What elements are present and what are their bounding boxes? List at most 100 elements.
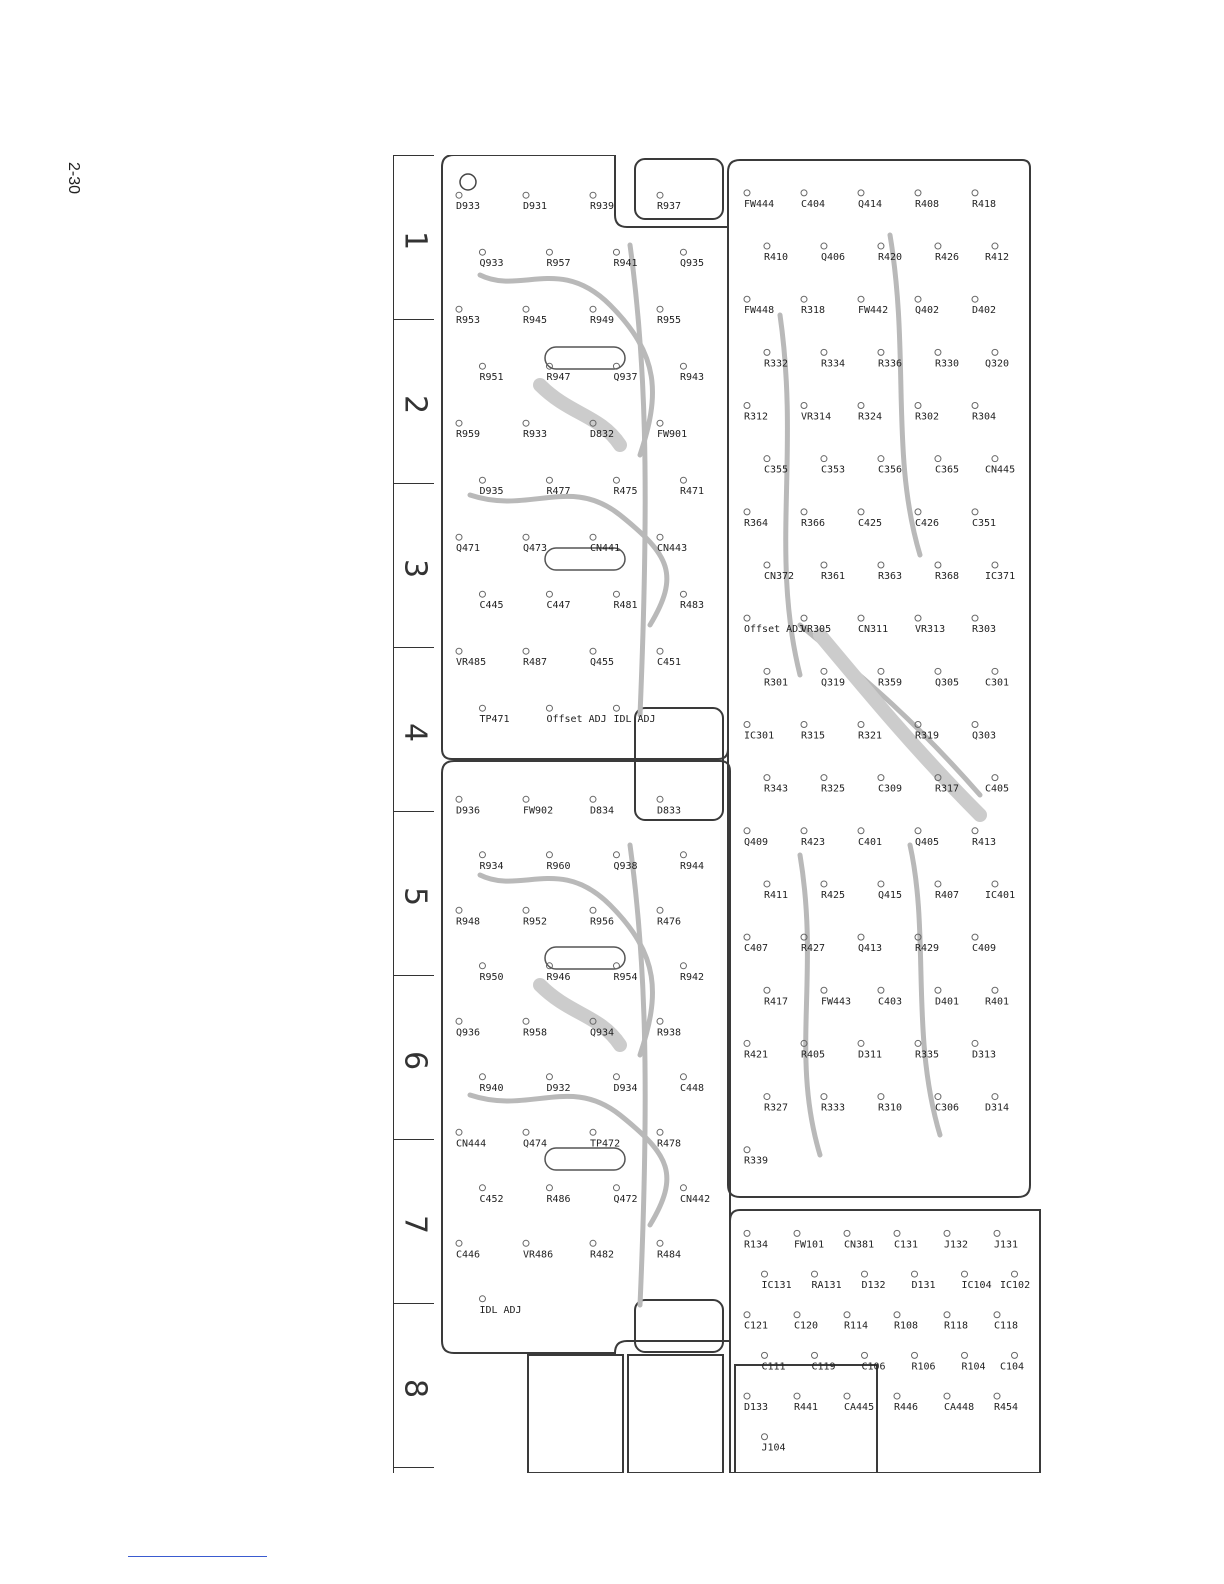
page-number: 2-30 <box>65 162 82 195</box>
component-pad <box>522 1239 530 1247</box>
component-pad <box>522 191 530 199</box>
component-label: FW443 <box>821 996 851 1007</box>
component-pad <box>478 1295 486 1303</box>
component-pad <box>793 1311 801 1319</box>
component-pad <box>455 647 463 655</box>
component-label: C451 <box>657 657 681 668</box>
component-pad <box>820 455 828 463</box>
component-pad <box>914 295 922 303</box>
component-label: C306 <box>935 1103 959 1114</box>
component-pad <box>800 614 808 622</box>
component-label: R483 <box>680 600 704 611</box>
component-label: Q409 <box>744 837 768 848</box>
component-label: R368 <box>935 571 959 582</box>
component-pad <box>914 508 922 516</box>
footer-rule <box>128 1556 267 1557</box>
component-pad <box>991 986 999 994</box>
component-pad <box>934 986 942 994</box>
component-pad <box>612 248 620 256</box>
ruler-tick <box>394 1139 434 1140</box>
component-pad <box>961 1351 968 1359</box>
component-label: IC301 <box>744 730 774 741</box>
mounting-hole <box>459 173 477 191</box>
ruler-row-1: 1 <box>397 230 433 251</box>
component-pad <box>877 986 885 994</box>
component-label: R957 <box>546 258 570 269</box>
component-pad <box>455 419 463 427</box>
component-label: R325 <box>821 784 845 795</box>
component-label: R956 <box>590 916 614 927</box>
component-label: R405 <box>801 1049 825 1060</box>
component-label: R421 <box>744 1049 768 1060</box>
component-pad <box>679 851 687 859</box>
component-label: C446 <box>456 1249 480 1260</box>
component-pad <box>589 305 597 313</box>
component-pad <box>743 933 751 941</box>
component-pad <box>820 880 828 888</box>
component-pad <box>820 561 828 569</box>
component-pad <box>522 419 530 427</box>
ruler-tick <box>394 155 434 156</box>
component-label: C365 <box>935 465 959 476</box>
component-pad <box>478 962 486 970</box>
component-label: R407 <box>935 890 959 901</box>
component-label: R484 <box>657 1249 681 1260</box>
component-label: FW448 <box>744 305 774 316</box>
component-pad <box>820 986 828 994</box>
component-label: R324 <box>858 412 882 423</box>
component-label: R960 <box>546 861 570 872</box>
component-pad <box>914 402 922 410</box>
component-label: C351 <box>972 518 996 529</box>
component-label: R939 <box>590 201 614 212</box>
component-pad <box>800 508 808 516</box>
component-label: R418 <box>972 199 996 210</box>
component-pad <box>743 1146 751 1154</box>
component-label: R330 <box>935 358 959 369</box>
component-label: IDL ADJ <box>613 714 655 725</box>
component-label: R425 <box>821 890 845 901</box>
component-pad <box>763 348 771 356</box>
component-pad <box>743 295 751 303</box>
component-pad <box>763 242 771 250</box>
component-pad <box>761 1433 768 1441</box>
component-label: C448 <box>680 1083 704 1094</box>
component-label: R943 <box>680 372 704 383</box>
component-pad <box>455 533 463 541</box>
component-label: Q303 <box>972 730 996 741</box>
component-label: Q405 <box>915 837 939 848</box>
sub-board-3 <box>734 1364 878 1473</box>
ruler-row-3: 3 <box>397 558 433 579</box>
component-pad <box>478 476 486 484</box>
component-label: R950 <box>479 972 503 983</box>
component-pad <box>612 962 620 970</box>
component-pad <box>991 455 999 463</box>
component-pad <box>612 704 620 712</box>
component-pad <box>589 906 597 914</box>
component-pad <box>877 774 885 782</box>
component-label: R959 <box>456 429 480 440</box>
component-pad <box>589 647 597 655</box>
component-pad <box>478 362 486 370</box>
component-pad <box>612 1073 620 1081</box>
component-label: CA445 <box>844 1402 874 1413</box>
component-label: R134 <box>744 1239 768 1250</box>
component-label: R958 <box>523 1027 547 1038</box>
component-pad <box>763 561 771 569</box>
component-pad <box>763 774 771 782</box>
component-pad <box>857 933 865 941</box>
component-label: C452 <box>479 1194 503 1205</box>
component-label: C355 <box>764 465 788 476</box>
ruler-tick <box>394 483 434 484</box>
component-label: RA131 <box>812 1280 842 1291</box>
component-pad <box>455 1128 463 1136</box>
component-pad <box>893 1229 901 1237</box>
component-label: IC401 <box>985 890 1015 901</box>
cutout-top <box>634 158 724 220</box>
component-label: CN445 <box>985 465 1015 476</box>
component-label: Q413 <box>858 943 882 954</box>
component-pad <box>857 1039 865 1047</box>
component-label: Q415 <box>878 890 902 901</box>
component-label: Q473 <box>523 543 547 554</box>
component-label: Q936 <box>456 1027 480 1038</box>
component-pad <box>993 1229 1001 1237</box>
